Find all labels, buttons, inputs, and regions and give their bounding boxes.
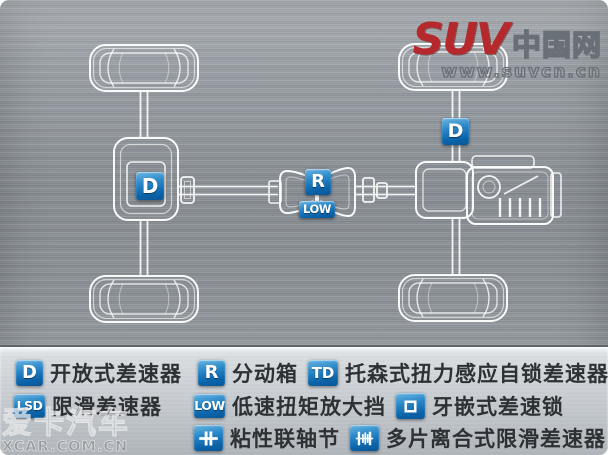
transfer-case-legend-badge: R [198, 360, 225, 386]
front-differential [113, 137, 179, 221]
torsen-badge: TD [308, 360, 338, 386]
legend-item-dog-clutch: 牙嵌式差速锁 [396, 392, 564, 420]
front-differential-badge: D [136, 172, 164, 200]
legend-item-transfer-case: R 分动箱 [198, 359, 298, 387]
legend-item-lsd: LSD 限滑差速器 [14, 392, 162, 420]
legend-panel: D 开放式差速器 R 分动箱 TD 托森式扭力感应自锁差速器 LSD 限滑差速器… [0, 345, 608, 455]
legend-label: 多片离合式限滑差速器 [386, 427, 606, 451]
legend-label: 托森式扭力感应自锁差速器 [345, 362, 608, 386]
low-range-badge: LOW [299, 201, 335, 218]
legend-label: 限滑差速器 [52, 395, 162, 419]
front-prop-shaft [179, 176, 278, 204]
legend-item-open-differential: D 开放式差速器 [16, 359, 182, 387]
legend-label: 开放式差速器 [50, 362, 182, 386]
viscous-coupling-icon [194, 425, 223, 451]
engine-block [466, 155, 562, 225]
front-right-wheel [89, 275, 199, 323]
transfer-case-badge: R [305, 169, 331, 195]
xcar-watermark-cn: 爱卡汽车 [2, 406, 130, 441]
legend-item-multi-plate-lsd: 多片离合式限滑差速器 [350, 424, 606, 452]
legend-label: 粘性联轴节 [230, 427, 340, 451]
suv-logo-site-url: www.suvcn.cn [441, 62, 602, 82]
multi-plate-clutch-icon [350, 425, 379, 451]
xcar-watermark-url: XCAR.COM.CN [2, 439, 129, 455]
legend-label: 分动箱 [232, 362, 298, 386]
xcar-watermark: 爱卡汽车 XCAR.COM.CN [2, 406, 130, 455]
rear-differential [415, 161, 474, 219]
rear-prop-shaft [356, 177, 417, 203]
suv-logo-text: SUV [412, 14, 510, 65]
suvcn-logo: SUV 中国网 www.suvcn.cn [412, 14, 603, 82]
front-axle [139, 91, 149, 276]
lsd-badge: LSD [14, 394, 45, 418]
legend-item-low-range: LOW 低速扭矩放大挡 [194, 392, 386, 420]
legend-item-torsen: TD 托森式扭力感应自锁差速器 [308, 359, 608, 387]
front-left-wheel [89, 44, 199, 92]
rear-right-wheel [398, 274, 508, 322]
drivetrain-diagram [89, 43, 562, 323]
legend-label: 牙嵌式差速锁 [432, 395, 564, 419]
suv-logo-cn-text: 中国网 [511, 28, 602, 62]
open-differential-badge: D [16, 360, 43, 386]
legend-label: 低速扭矩放大挡 [232, 395, 386, 419]
legend-item-viscous-coupling: 粘性联轴节 [194, 424, 340, 452]
low-range-legend-badge: LOW [194, 394, 225, 418]
rear-differential-badge: D [442, 118, 469, 145]
transfer-case [268, 166, 356, 218]
dog-clutch-icon [396, 393, 425, 419]
